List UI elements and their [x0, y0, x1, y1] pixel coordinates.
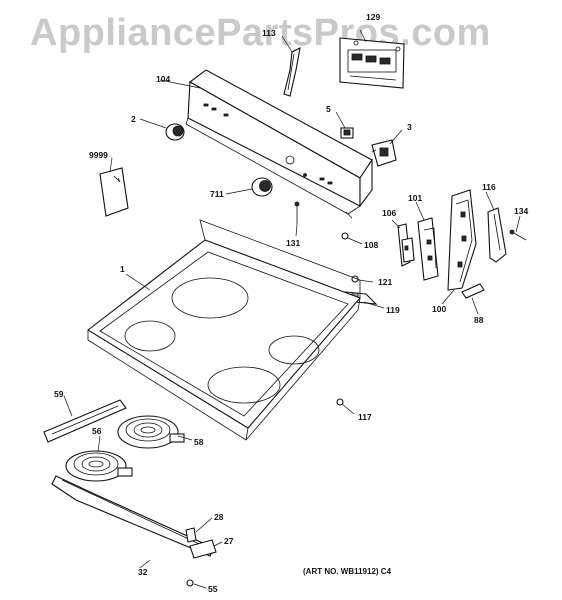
part-58-element [117, 415, 185, 449]
callout-134: 134 [514, 206, 528, 216]
callout-55: 55 [208, 584, 218, 594]
callout-104: 104 [156, 74, 170, 84]
callout-116: 116 [482, 182, 496, 192]
callout-28: 28 [214, 512, 224, 522]
callout-117: 117 [358, 412, 372, 422]
callout-3: 3 [407, 122, 412, 132]
part-101-end-cap [417, 217, 439, 281]
callouts: 129 113 104 5 2 3 9999 711 101 116 106 1… [54, 12, 528, 594]
callout-131: 131 [286, 238, 300, 248]
callout-88: 88 [474, 315, 484, 325]
callout-2: 2 [131, 114, 136, 124]
part-28-screw [185, 527, 197, 543]
callout-113: 113 [262, 28, 276, 38]
leader-lines [63, 29, 521, 589]
part-88-spacer [461, 283, 485, 299]
callout-711: 711 [210, 189, 224, 199]
callout-59: 59 [54, 389, 64, 399]
callout-1: 1 [120, 264, 125, 274]
callout-119: 119 [386, 305, 400, 315]
part-113-bracket [283, 47, 301, 97]
part-106-bracket [397, 223, 415, 267]
callout-56: 56 [92, 426, 102, 436]
part-134-screw [509, 229, 527, 241]
callout-129: 129 [366, 12, 380, 22]
part-100-end-cap [447, 189, 477, 291]
part-3-switch [371, 139, 397, 167]
part-104-backsplash [185, 69, 373, 219]
part-56-element [65, 450, 133, 482]
callout-32: 32 [138, 567, 148, 577]
part-55-screw [186, 579, 194, 587]
part-2-knob [139, 118, 185, 141]
art-number: (ART NO. WB11912) C4 [303, 567, 392, 576]
callout-106: 106 [382, 208, 396, 218]
part-711-knob [225, 177, 273, 197]
callout-58: 58 [194, 437, 204, 447]
callout-101: 101 [408, 193, 422, 203]
callout-100: 100 [432, 304, 446, 314]
part-121-screw [351, 275, 374, 283]
part-1-cooktop [87, 219, 361, 441]
part-27-bracket [189, 539, 217, 559]
part-129-control-board [339, 37, 405, 89]
part-117-screw [336, 398, 344, 406]
callout-5: 5 [326, 104, 331, 114]
callout-9999: 9999 [89, 150, 108, 160]
part-116-trim [487, 207, 507, 263]
part-9999-literature [99, 167, 129, 217]
part-131-screw [294, 201, 300, 224]
callout-108: 108 [364, 240, 378, 250]
part-108-clip [341, 232, 349, 240]
part-5-switch [340, 127, 354, 139]
part-59-bracket [43, 399, 127, 443]
callout-27: 27 [224, 536, 234, 546]
callout-121: 121 [378, 277, 392, 287]
part-32-support [51, 475, 215, 557]
